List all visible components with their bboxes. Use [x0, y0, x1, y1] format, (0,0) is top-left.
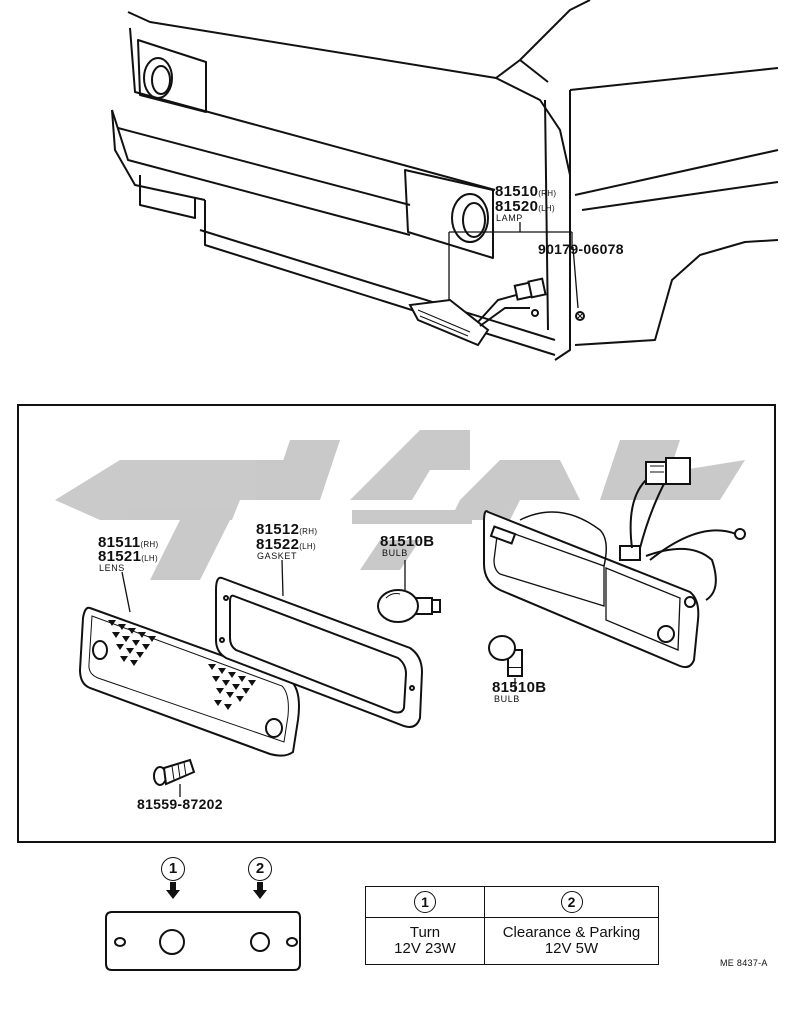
- bulb-turn: [377, 589, 441, 623]
- screw-part: [153, 758, 196, 786]
- nut-number: 90179-06078: [538, 241, 624, 257]
- screw-number: 81559-87202: [137, 796, 223, 812]
- lens-leader: [121, 571, 131, 613]
- lens-rh-side: (RH): [140, 540, 159, 549]
- watermark: [55, 430, 745, 580]
- lens-lh-number: 81521(LH): [98, 549, 158, 566]
- lamp-assembly-small: [408, 277, 547, 347]
- spec-turn-name: Turn: [409, 924, 441, 941]
- lamp-callout-lines: [448, 222, 573, 300]
- lens-rh-code: 81511: [98, 534, 141, 551]
- lamp-rh-side: (RH): [538, 189, 557, 198]
- lamp-lh-code: 81520: [495, 198, 539, 215]
- lens-part: [78, 606, 300, 757]
- lens-name: LENS: [99, 563, 125, 573]
- gasket-lh-code: 81522: [256, 536, 300, 553]
- lamp-housing-part: [483, 510, 700, 669]
- spec-cell-parking: Clearance & Parking 12V 5W: [484, 917, 659, 965]
- socket-mark-1: 1: [161, 857, 185, 881]
- socket-plate: [105, 911, 301, 971]
- bulb-parking-name: BULB: [494, 694, 520, 704]
- spec-cell-turn: Turn 12V 23W: [365, 917, 485, 965]
- lamp-rh-code: 81510: [495, 183, 539, 200]
- headlamp-left: [143, 57, 173, 99]
- bulb-turn-name: BULB: [382, 548, 408, 558]
- spec-header-1: 1: [365, 886, 485, 918]
- lamp-lh-side: (LH): [538, 204, 555, 213]
- spec-parking-name: Clearance & Parking: [502, 924, 641, 941]
- gasket-name: GASKET: [257, 551, 298, 561]
- spec-header-2: 2: [484, 886, 659, 918]
- spec-header-1-mark: 1: [414, 891, 436, 913]
- socket-mark-2: 2: [248, 857, 272, 881]
- spec-turn-rating: 12V 23W: [394, 940, 456, 957]
- exploded-view-frame: [17, 404, 776, 843]
- gasket-rh-number: 81512(RH): [256, 522, 317, 539]
- spec-header-2-mark: 2: [560, 891, 583, 913]
- lens-prism-pattern: [108, 620, 256, 710]
- lens-lh-side: (LH): [141, 554, 158, 563]
- bulb-parking-number: 81510B: [492, 679, 547, 696]
- lens-lh-code: 81521: [98, 548, 142, 565]
- bulb-parking: [488, 635, 523, 677]
- spec-parking-rating: 12V 5W: [544, 940, 599, 957]
- gasket-lh-side: (LH): [299, 542, 316, 551]
- lamp-rh-number: 81510(RH): [495, 184, 556, 201]
- gasket-part: [215, 576, 424, 728]
- gasket-leader: [281, 559, 284, 597]
- lamp-lh-number: 81520(LH): [495, 199, 555, 216]
- gasket-rh-side: (RH): [299, 527, 318, 536]
- lens-rh-number: 81511(RH): [98, 535, 158, 552]
- fog-lamp-right: [451, 193, 489, 243]
- bulb-spec-table: 1 2 Turn 12V 23W Clearance & Parking 12V…: [365, 886, 659, 965]
- reference-code: ME 8437-A: [720, 958, 768, 968]
- gasket-lh-number: 81522(LH): [256, 537, 316, 554]
- gasket-rh-code: 81512: [256, 521, 300, 538]
- lamp-name: LAMP: [496, 213, 523, 223]
- wire-harness: [629, 457, 746, 601]
- socket-arrows: [166, 882, 267, 899]
- bulb-turn-number: 81510B: [380, 533, 435, 550]
